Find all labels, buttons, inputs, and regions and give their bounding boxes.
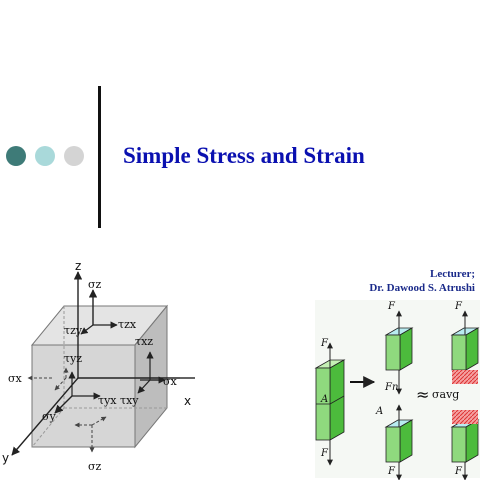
light-blue-dot — [35, 146, 55, 166]
decorative-dots — [6, 146, 84, 166]
sigma-y-label: σy — [42, 410, 57, 423]
x-axis-label: x — [184, 394, 191, 408]
force-label-top-mid: F — [387, 301, 396, 312]
lecturer-name: Dr. Dawood S. Atrushi — [369, 282, 475, 294]
sigma-z-bottom-label: σz — [88, 460, 102, 473]
sigma-x-right-label: σx — [163, 375, 178, 388]
sigma-avg-label: σavg — [432, 388, 459, 401]
sigma-x-left-label: σx — [8, 372, 23, 385]
tau-xz-label: τxz — [135, 335, 153, 348]
slide-title: Simple Stress and Strain — [123, 143, 365, 168]
lecturer-info: Lecturer; Dr. Dawood S. Atrushi — [369, 267, 475, 295]
force-label-top-right: F — [454, 301, 463, 312]
approx-symbol: ≈ — [416, 385, 429, 404]
y-axis-label: y — [2, 451, 9, 465]
force-label-bottom-mid: F — [387, 466, 396, 477]
lecturer-label: Lecturer; — [430, 268, 475, 280]
force-label-top-left: F — [320, 338, 329, 349]
y-axis — [11, 377, 79, 456]
tau-xy-label: τxy — [120, 394, 139, 407]
area-label-left: A — [320, 394, 328, 405]
force-label-bottom-left: F — [320, 448, 329, 459]
tau-yx-label: τyx — [98, 394, 117, 407]
area-label-mid: A — [375, 406, 383, 417]
tau-zx-label: τzx — [118, 318, 137, 331]
sigma-z-top-label: σz — [88, 278, 102, 291]
z-axis-label: z — [75, 259, 81, 273]
divider-line — [98, 86, 101, 228]
tau-zy-label: τzy — [64, 324, 83, 337]
force-n-label: Fn — [384, 382, 398, 393]
tau-yz-label: τyz — [64, 352, 82, 365]
force-label-bottom-right: F — [454, 466, 463, 477]
gray-dot — [64, 146, 84, 166]
teal-dot — [6, 146, 26, 166]
